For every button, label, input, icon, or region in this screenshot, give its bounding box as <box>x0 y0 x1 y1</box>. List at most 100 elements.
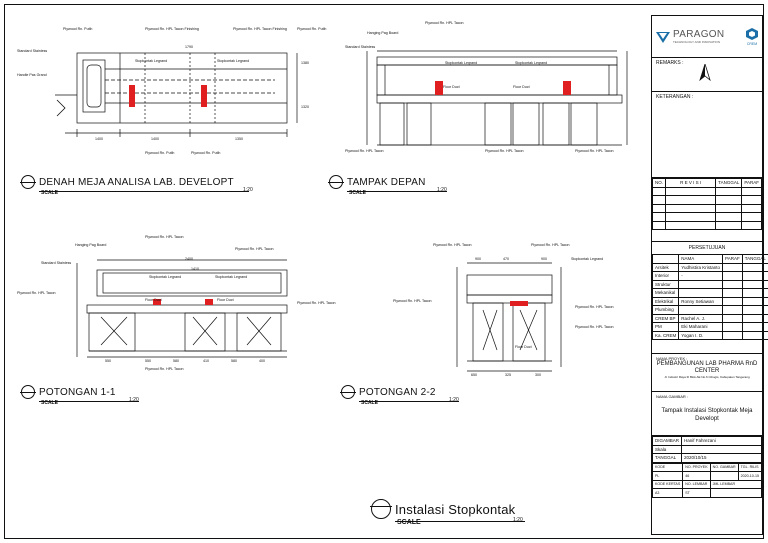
approval-role: PM <box>651 322 680 332</box>
code-value: 2020-10-15 <box>737 471 763 481</box>
drawing-name-row: NAMA GAMBAR : Tampak Instalasi Stopkonta… <box>652 392 762 436</box>
approval-role: Ka. CREM <box>651 330 680 340</box>
code-value <box>709 471 739 481</box>
project-name: PEMBANGUNAN LAB PHARMA RnD CENTER <box>656 361 758 374</box>
section2-label: Plywood Rn. HPL Tacon <box>433 243 472 247</box>
front-label: Floor Duct <box>513 85 530 89</box>
section-marker-icon <box>20 175 36 189</box>
sheet-header: JML LEMBAR <box>709 479 763 489</box>
remarks-label: REMARKS : <box>656 60 684 66</box>
approval-header: PARAF <box>722 254 743 264</box>
plan-label: Stopkontak Legrand <box>217 59 250 63</box>
approval-date <box>741 288 768 298</box>
approval-role: Mekanikal <box>651 288 680 298</box>
plan-dim: 1380 <box>301 61 309 65</box>
section2-label: Plywood Rn. HPL Tacon <box>575 305 614 309</box>
approval-signature <box>722 288 743 298</box>
revision-header: PARAF <box>741 178 762 188</box>
drawing-name: Tampak Instalasi Stopkontak Meja Develop… <box>661 408 753 422</box>
drawing-sheet: Plywood Rn. Putih Plywood Rn. HPL Tacon … <box>4 4 768 539</box>
section1-label: Plywood Rn. HPL Tacon <box>17 291 56 295</box>
code-value: 46 <box>682 471 711 481</box>
revision-table: NO. R E V I S I TANGGAL PARAF <box>651 178 762 230</box>
section-2-view <box>456 262 562 372</box>
approval-signature <box>722 322 743 332</box>
crem-logo: CREM <box>746 27 758 46</box>
paragon-logo-icon <box>656 31 670 43</box>
approval-signature <box>722 279 743 289</box>
code-value: PL <box>651 471 684 481</box>
section-marker-icon <box>340 385 356 399</box>
remarks-row: REMARKS : <box>652 58 762 92</box>
section1-scale-value: 1:20 <box>129 397 139 403</box>
project-address: Jl. Industri Raya III Blok AE No.6 Cibug… <box>664 375 750 379</box>
section2-label: Plywood Rn. HPL Tacon <box>393 299 432 303</box>
notes-label: KETERANGAN : <box>656 94 694 100</box>
crem-logo-icon <box>746 27 758 40</box>
main-caption: Instalasi Stopkontak SCALE 1:20 <box>370 499 525 526</box>
section2-caption: POTONGAN 2-2 SCALE 1:20 <box>340 385 459 406</box>
approval-date <box>741 305 768 315</box>
plan-label: Plywood Rn. Putih <box>297 27 327 31</box>
brand-logo: PARAGON TECHNOLOGY AND INNOVATION <box>656 29 724 44</box>
approval-role: Plumbing <box>651 305 680 315</box>
approval-role: CREM BP <box>651 313 680 323</box>
approval-title: PERSETUJUAN <box>688 245 726 251</box>
north-compass-icon <box>699 64 711 82</box>
approval-role: Elektrikal <box>651 296 680 306</box>
approval-role: Arsitek <box>651 262 680 272</box>
socket-markers <box>129 81 571 306</box>
plan-label: Plywood Rn. Putih <box>145 151 175 155</box>
section1-label: Plywood Rn. HPL Tacon <box>145 235 184 239</box>
check-label: Skala <box>651 444 683 454</box>
revision-header: NO. <box>651 178 667 188</box>
drawing-label: NAMA GAMBAR : <box>656 394 689 399</box>
section2-dim: 300 <box>535 373 541 377</box>
approval-row-item: Plumbing <box>651 305 768 315</box>
sheet-value: A3 <box>651 488 684 498</box>
approval-row-item: Struktur <box>651 279 768 289</box>
brand-name: PARAGON <box>673 29 725 40</box>
section1-label: Plywood Rn. HPL Tacon <box>145 367 184 371</box>
section2-dim: 900 <box>541 257 547 261</box>
section-marker-icon <box>20 385 36 399</box>
section-marker-icon <box>370 499 392 519</box>
sheet-header: KODE KERTAS <box>651 479 684 489</box>
sheet-value <box>709 488 763 498</box>
caption-underline <box>39 191 249 192</box>
section-1-view <box>76 259 288 358</box>
front-scale-label: SCALE <box>349 190 366 196</box>
section2-dim: 900 <box>475 257 481 261</box>
sheet-value: ST <box>682 488 711 498</box>
section-marker-icon <box>328 175 344 189</box>
section1-dim: 580 <box>231 359 237 363</box>
approval-signature <box>722 313 743 323</box>
plan-dim: 1400 <box>95 137 103 141</box>
section1-dim: 550 <box>145 359 151 363</box>
plan-dim: 1790 <box>185 45 193 49</box>
plan-caption: DENAH MEJA ANALISA LAB. DEVELOPT SCALE 1… <box>20 175 253 196</box>
approval-row-item: Mekanikal <box>651 288 768 298</box>
plan-scale-label: SCALE <box>41 190 58 196</box>
plan-dim: 1350 <box>235 137 243 141</box>
plan-label: Stopkontak Legrand <box>135 59 168 63</box>
approval-name: Yudhistira Kristanto <box>678 262 724 272</box>
plan-label: Plywood Rn. Putih <box>63 27 93 31</box>
section2-scale-label: SCALE <box>361 400 378 406</box>
plan-view <box>55 52 298 137</box>
front-caption: TAMPAK DEPAN SCALE 1:20 <box>328 175 447 196</box>
section2-title: POTONGAN 2-2 <box>359 386 436 398</box>
section1-dim: 580 <box>173 359 179 363</box>
main-scale-label: SCALE <box>397 519 421 526</box>
section1-label: Plywood Rn. HPL Tacon <box>235 247 274 251</box>
caption-underline <box>359 401 459 402</box>
project-label: NAMA PROYEK : <box>656 356 688 361</box>
section2-dim: 470 <box>503 257 509 261</box>
code-header: TGL. RILIS <box>737 462 763 472</box>
section2-scale-value: 1:20 <box>449 397 459 403</box>
